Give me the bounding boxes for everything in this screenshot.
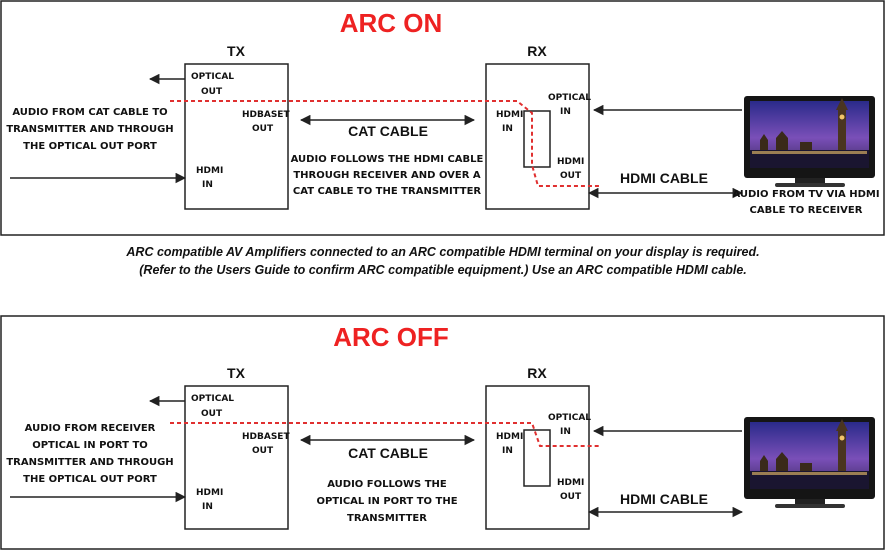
center-note-line: CAT CABLE TO THE TRANSMITTER [293, 186, 482, 197]
left-note-line: AUDIO FROM CAT CABLE TO [12, 107, 167, 118]
cat-cable-label: CAT CABLE [348, 123, 428, 139]
center-note-line: AUDIO FOLLOWS THE HDMI CABLE [291, 154, 484, 165]
tv-icon [744, 417, 875, 508]
left-note: AUDIO FROM CAT CABLE TO TRANSMITTER AND … [6, 107, 173, 152]
left-note-line: OPTICAL IN PORT TO [32, 440, 148, 451]
left-note-line: THE OPTICAL OUT PORT [23, 141, 157, 152]
center-note-line: THROUGH RECEIVER AND OVER A [293, 170, 481, 181]
tx-label: TX [227, 43, 246, 59]
rx-hdmi-in-line1: HDMI [496, 432, 523, 442]
rx-internal-switch [523, 110, 551, 168]
left-note-line: TRANSMITTER AND THROUGH [6, 124, 173, 135]
right-note-line: CABLE TO RECEIVER [750, 205, 863, 216]
left-note-line: TRANSMITTER AND THROUGH [6, 457, 173, 468]
rx-hdmi-in-line2: IN [502, 446, 513, 456]
rx-hdmi-in-line1: HDMI [496, 110, 523, 120]
left-note-line: AUDIO FROM RECEIVER [25, 423, 156, 434]
center-note: AUDIO FOLLOWS THE OPTICAL IN PORT TO THE… [316, 479, 457, 524]
footnote: ARC compatible AV Amplifiers connected t… [125, 245, 759, 277]
rx-optical-in-line1: OPTICAL [548, 93, 591, 103]
rx-hdmi-out-line1: HDMI [557, 157, 584, 167]
center-note: AUDIO FOLLOWS THE HDMI CABLE THROUGH REC… [291, 154, 484, 197]
section-arc-on: ARC ON TX OPTICAL OUT HDBASET OUT HDMI I… [0, 0, 885, 236]
section-title: ARC ON [340, 8, 443, 38]
tx-hdbaset-line1: HDBASET [242, 110, 290, 120]
rx-box [485, 385, 590, 530]
cat-cable-label: CAT CABLE [348, 445, 428, 461]
section-arc-off: ARC OFF TX OPTICAL OUT HDBASET OUT HDMI … [0, 315, 885, 550]
rx-label: RX [527, 365, 547, 381]
tx-hdmi-in-line1: HDMI [196, 488, 223, 498]
tx-optical-out-line1: OPTICAL [191, 72, 234, 82]
hdmi-cable-label: HDMI CABLE [620, 491, 708, 507]
tx-hdmi-in-line2: IN [202, 180, 213, 190]
rx-hdmi-in-line2: IN [502, 124, 513, 134]
tx-hdbaset-line2: OUT [252, 446, 274, 456]
tx-optical-out-line2: OUT [201, 87, 223, 97]
rx-optical-in-line2: IN [560, 107, 571, 117]
audio-path [170, 422, 601, 447]
footnote-line: ARC compatible AV Amplifiers connected t… [125, 245, 759, 259]
center-note-line: TRANSMITTER [347, 513, 427, 524]
rx-hdmi-out-line1: HDMI [557, 478, 584, 488]
section-frame [0, 315, 885, 550]
tv-icon [744, 96, 875, 187]
center-note-line: OPTICAL IN PORT TO THE [316, 496, 457, 507]
right-note-line: AUDIO FROM TV VIA HDMI [732, 189, 879, 200]
left-note: AUDIO FROM RECEIVER OPTICAL IN PORT TO T… [6, 423, 173, 485]
audio-path [170, 100, 601, 187]
rx-optical-in-line1: OPTICAL [548, 413, 591, 423]
left-note-line: THE OPTICAL OUT PORT [23, 474, 157, 485]
tx-optical-out-line2: OUT [201, 409, 223, 419]
tx-box [184, 63, 289, 210]
tx-hdbaset-line2: OUT [252, 124, 274, 134]
rx-hdmi-out-line2: OUT [560, 492, 582, 502]
center-note-line: AUDIO FOLLOWS THE [327, 479, 447, 490]
rx-optical-in-line2: IN [560, 427, 571, 437]
hdmi-cable-label: HDMI CABLE [620, 170, 708, 186]
section-frame [0, 0, 885, 236]
rx-hdmi-out-line2: OUT [560, 171, 582, 181]
right-note: AUDIO FROM TV VIA HDMI CABLE TO RECEIVER [732, 189, 879, 216]
tx-label: TX [227, 365, 246, 381]
rx-label: RX [527, 43, 547, 59]
rx-box [485, 63, 590, 210]
rx-internal-switch [523, 429, 551, 487]
tx-optical-out-line1: OPTICAL [191, 394, 234, 404]
tx-box [184, 385, 289, 530]
tx-hdmi-in-line1: HDMI [196, 166, 223, 176]
section-title: ARC OFF [333, 322, 449, 352]
tx-hdbaset-line1: HDBASET [242, 432, 290, 442]
tx-hdmi-in-line2: IN [202, 502, 213, 512]
footnote-line: (Refer to the Users Guide to confirm ARC… [139, 263, 747, 277]
